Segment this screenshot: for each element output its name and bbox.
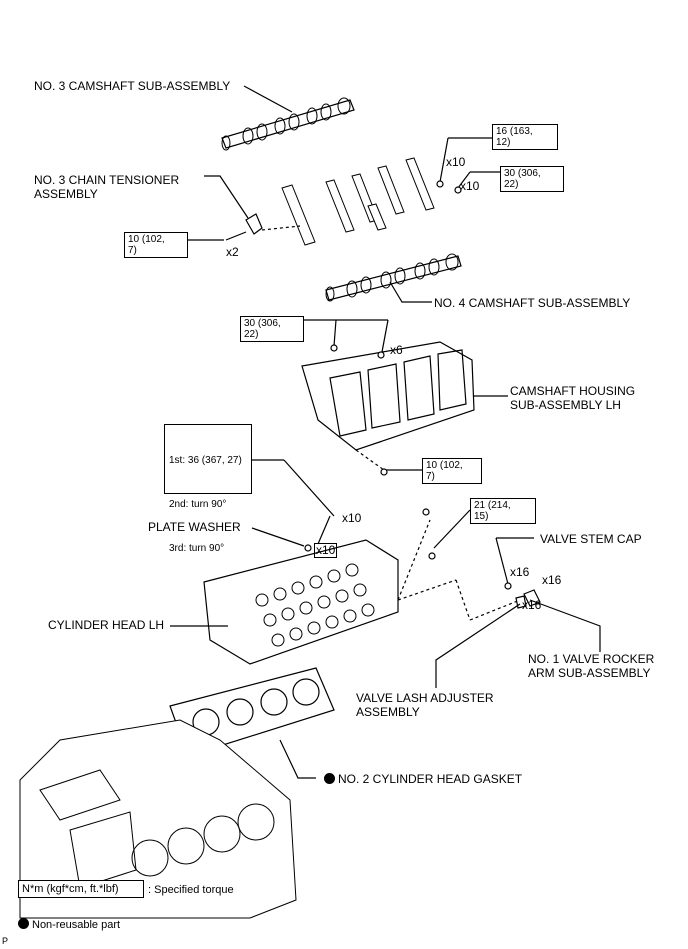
label-plate-washer: PLATE WASHER bbox=[148, 520, 241, 534]
camshaft-bearing-caps-drawing bbox=[281, 157, 435, 246]
legend-torque-unit-box: N*m (kgf*cm, ft.*lbf) bbox=[18, 880, 144, 898]
cylinder-head-drawing bbox=[203, 539, 399, 665]
legend-nonreusable: Non-reusable part bbox=[18, 918, 120, 932]
cam4-leader bbox=[389, 281, 432, 303]
torque-box-30-housing: 30 (306, 22) bbox=[240, 316, 304, 342]
rocker-leader bbox=[529, 599, 601, 652]
label-camshaft-housing-line2: SUB-ASSEMBLY LH bbox=[510, 398, 621, 412]
torque-box-10-housing: 10 (102, 7) bbox=[422, 458, 482, 484]
legend-nonreusable-text: Non-reusable part bbox=[32, 919, 121, 931]
qty-x6: x6 bbox=[390, 343, 403, 357]
label-lash-adjuster-line2: ASSEMBLY bbox=[356, 705, 420, 719]
label-camshaft-housing-line1: CAMSHAFT HOUSING bbox=[510, 384, 636, 398]
qty-x10-bolts-a: x10 bbox=[446, 155, 466, 169]
no3-camshaft-drawing bbox=[221, 97, 355, 151]
torque-stage-2: 2nd: turn 90° bbox=[169, 499, 227, 510]
qty-x10-bolts-b: x10 bbox=[460, 179, 480, 193]
torque-stage-1: 1st: 36 (367, 27) bbox=[169, 455, 242, 466]
torque-box-30-top: 30 (306, 22) bbox=[500, 166, 564, 192]
camshaft-housing-drawing bbox=[301, 341, 475, 451]
nonreusable-legend-icon bbox=[18, 918, 29, 929]
lash-adjuster-leader bbox=[435, 603, 521, 688]
torque-box-10-left: 10 (102, 7) bbox=[124, 232, 188, 258]
label-rocker-arm-line1: NO. 1 VALVE ROCKER bbox=[528, 652, 655, 666]
nonreusable-marker-icon bbox=[324, 773, 335, 784]
torque-box-21: 21 (214, 15) bbox=[470, 498, 536, 524]
label-no3-camshaft: NO. 3 CAMSHAFT SUB-ASSEMBLY bbox=[34, 79, 231, 93]
torque-stages-box: 1st: 36 (367, 27) 2nd: turn 90° 3rd: tur… bbox=[164, 424, 252, 554]
plate-washer-leader bbox=[251, 527, 305, 547]
label-valve-stem-cap: VALVE STEM CAP bbox=[540, 532, 642, 546]
tensioner-leader bbox=[204, 175, 249, 219]
label-head-gasket: NO. 2 CYLINDER HEAD GASKET bbox=[324, 772, 522, 786]
qty-x16-lash-adjuster: x16 bbox=[522, 598, 542, 612]
corner-mark: P bbox=[2, 936, 9, 946]
torque-box-16: 16 (163, 12) bbox=[492, 124, 558, 150]
qty-x2: x2 bbox=[226, 245, 239, 259]
label-chain-tensioner-line1: NO. 3 CHAIN TENSIONER bbox=[34, 173, 180, 187]
cam3-leader bbox=[243, 85, 293, 113]
label-no4-camshaft: NO. 4 CAMSHAFT SUB-ASSEMBLY bbox=[434, 296, 631, 310]
qty-x16-rocker: x16 bbox=[542, 573, 562, 587]
label-lash-adjuster-line1: VALVE LASH ADJUSTER bbox=[356, 691, 494, 705]
gasket-leader bbox=[279, 739, 316, 779]
no4-camshaft-drawing bbox=[325, 253, 462, 302]
label-head-gasket-text: NO. 2 CYLINDER HEAD GASKET bbox=[338, 772, 523, 786]
qty-x10-plate-washer: x10 bbox=[314, 543, 338, 558]
label-chain-tensioner-line2: ASSEMBLY bbox=[34, 187, 98, 201]
label-cylinder-head: CYLINDER HEAD LH bbox=[48, 618, 165, 632]
engine-block-drawing bbox=[19, 719, 297, 919]
qty-x16-stem-cap: x16 bbox=[510, 565, 530, 579]
chain-tensioner-drawing bbox=[225, 213, 263, 241]
torque-stage-3: 3rd: turn 90° bbox=[169, 543, 225, 554]
label-rocker-arm-line2: ARM SUB-ASSEMBLY bbox=[528, 666, 651, 680]
qty-x10-head-bolts: x10 bbox=[342, 511, 362, 525]
legend-torque-desc: : Specified torque bbox=[148, 884, 234, 896]
